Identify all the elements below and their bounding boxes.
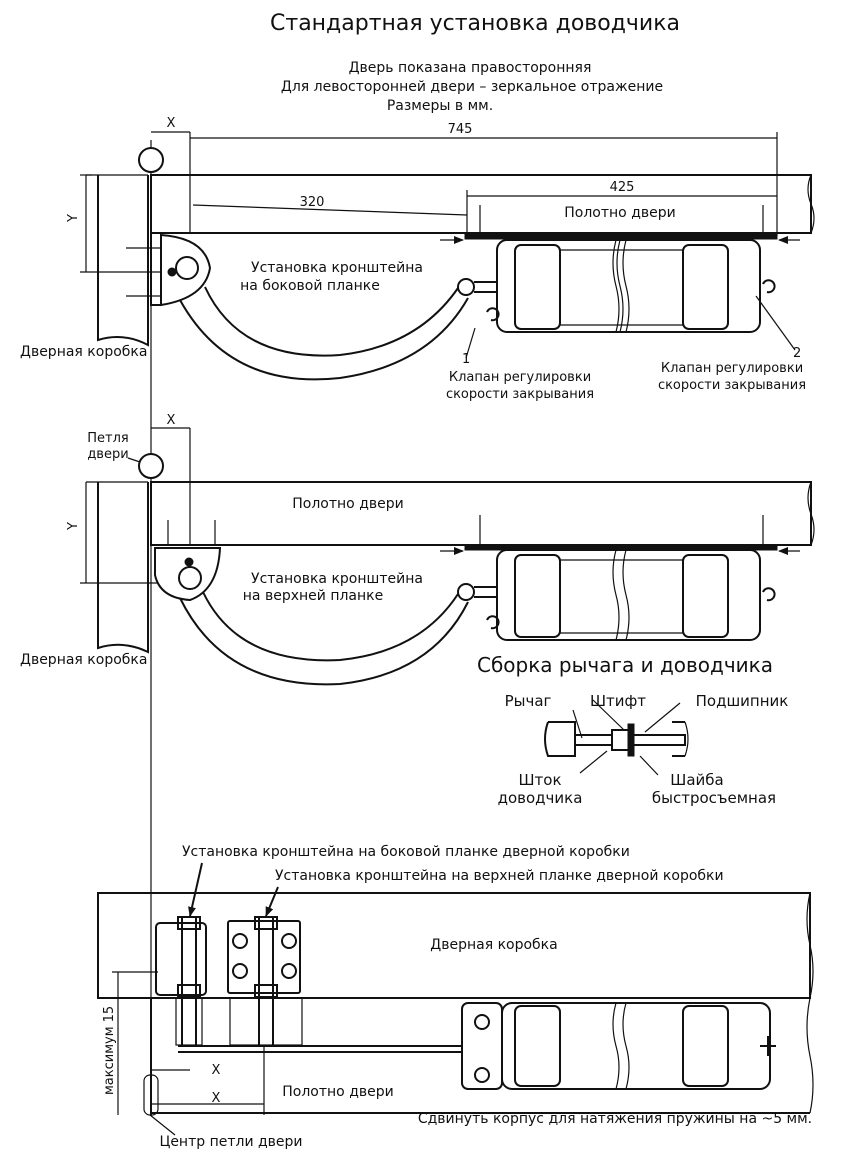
dim-x-bottom-1: X	[212, 1063, 221, 1078]
door-leaf-label: Полотно двери	[282, 1084, 393, 1100]
dim-x: X	[167, 116, 176, 131]
valve1-label-line1: Клапан регулировки	[449, 370, 591, 385]
top-bracket	[227, 920, 301, 994]
shift-note: Сдвинуть корпус для натяжения пружины на…	[418, 1111, 812, 1127]
dim-y: Y	[66, 214, 81, 223]
dim-y: Y	[66, 522, 81, 531]
frame-label: Дверная коробка	[430, 937, 557, 953]
pin-label: Штифт	[590, 692, 646, 710]
dim-745: 745	[448, 122, 473, 137]
bracket-label-line1: Установка кронштейна	[251, 571, 423, 587]
note-right-door: Дверь показана правосторонняя	[349, 60, 592, 76]
washer-label-line1: Шайба	[670, 771, 723, 789]
bracket-label-line2: на верхней планке	[243, 588, 383, 604]
bracket-body	[154, 547, 222, 602]
page-title: Стандартная установка доводчика	[270, 11, 680, 36]
hinge-label-line1: Петля	[87, 431, 128, 446]
dim-x-bottom-2: X	[212, 1091, 221, 1106]
view-bracket-mounting: Установка кронштейна на боковой планке д…	[97, 844, 814, 1150]
dim-x: X	[167, 413, 176, 428]
bracket-body	[160, 233, 212, 307]
rod-label-line1: Шток	[518, 771, 561, 789]
hinge-center-label: Центр петли двери	[159, 1134, 302, 1150]
dim-425: 425	[610, 180, 635, 195]
valve2-label-line2: скорости закрывания	[658, 378, 806, 393]
valve1-label-line2: скорости закрывания	[446, 387, 594, 402]
hinge-circle	[138, 147, 164, 173]
side-bracket-label: Установка кронштейна на боковой планке д…	[182, 844, 630, 860]
closer-arm	[179, 297, 469, 381]
view-top-bracket: Y X Петля двери Полотно двери	[20, 413, 815, 686]
door-leaf-label: Полотно двери	[292, 496, 403, 512]
closer-arm	[179, 597, 469, 686]
washer-label-line2: быстросъемная	[652, 789, 776, 807]
hinge-label-line2: двери	[87, 447, 128, 462]
valve2-label-line1: Клапан регулировки	[661, 361, 803, 376]
door-leaf-label: Полотно двери	[564, 205, 675, 221]
door-frame	[97, 175, 149, 347]
frame-label: Дверная коробка	[20, 344, 147, 360]
frame-label: Дверная коробка	[20, 652, 147, 668]
door-frame	[97, 482, 149, 654]
bracket-label-line2: на боковой планке	[240, 278, 380, 294]
top-bracket-label: Установка кронштейна на верхней планке д…	[275, 868, 724, 884]
valve2-number: 2	[793, 346, 801, 361]
lever-label: Рычаг	[505, 692, 552, 710]
door-leaf	[150, 481, 812, 546]
hinge-circle	[138, 453, 164, 479]
bracket-label-line1: Установка кронштейна	[251, 260, 423, 276]
dim-320: 320	[300, 195, 325, 210]
valve1-number: 1	[462, 352, 470, 367]
dim-max15: максимум 15	[102, 1006, 117, 1095]
closer-body	[496, 239, 761, 333]
bearing-label: Подшипник	[696, 692, 789, 710]
note-left-door: Для левосторонней двери – зеркальное отр…	[281, 79, 663, 95]
closer-body	[496, 549, 761, 641]
assembly-title: Сборка рычага и доводчика	[477, 653, 773, 677]
note-units: Размеры в мм.	[387, 98, 493, 114]
lever-assembly-detail: Сборка рычага и доводчика Рычаг Штифт По…	[477, 653, 788, 807]
view-side-bracket: Y X 745 Полотно двери 320 425	[20, 116, 815, 402]
door-leaf	[150, 174, 812, 234]
rod-label-line2: доводчика	[498, 789, 583, 807]
